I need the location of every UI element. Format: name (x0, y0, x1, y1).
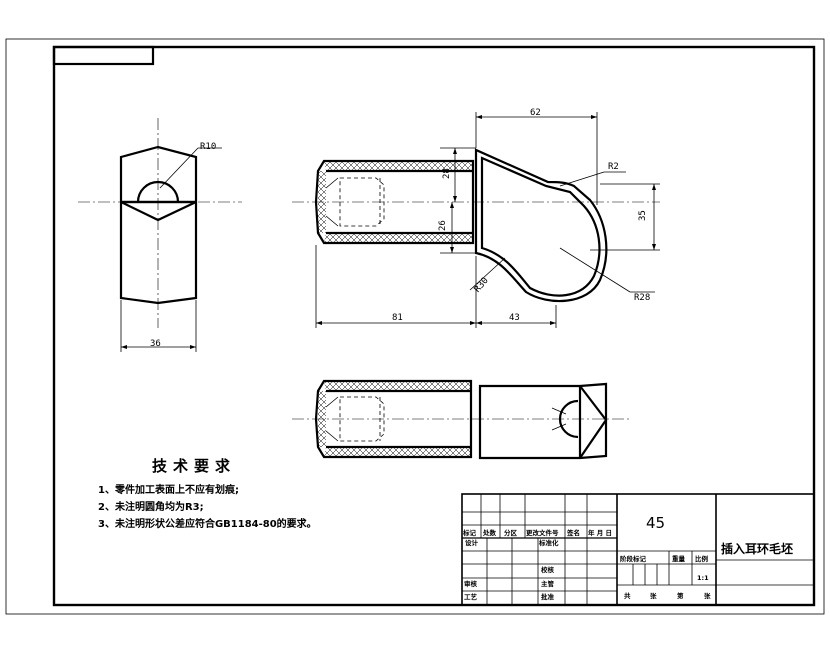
tb-approve: 批准 (541, 592, 555, 601)
dim-r2: R2 (608, 162, 619, 172)
tb-sheets-no: 第 (677, 591, 684, 600)
dim-r10: R10 (200, 142, 216, 152)
tb-check: 审核 (464, 579, 478, 588)
dim-r30: R30 (473, 276, 491, 295)
tb-sign: 签名 (566, 528, 580, 537)
tb-doc-no: 更改文件号 (526, 528, 559, 537)
dim-28: 28 (442, 168, 452, 179)
title-block: 45 插入耳环毛坯 设计 标准化 校核 审核 主管 工艺 批准 标记 处数 分区… (461, 493, 815, 606)
tb-design: 设计 (465, 538, 479, 547)
dim-26: 26 (438, 220, 448, 231)
inner-frame (52, 45, 816, 607)
corner-box (52, 45, 155, 66)
tb-scale: 1:1 (697, 574, 709, 582)
dim-62: 62 (530, 108, 541, 118)
tb-ratio: 比例 (695, 554, 709, 563)
tb-zone: 分区 (504, 528, 518, 537)
part-name: 插入耳环毛坯 (721, 541, 793, 556)
dim-81: 81 (392, 313, 403, 323)
tb-standardize: 标准化 (538, 538, 559, 547)
tb-weight: 重量 (672, 554, 686, 563)
tech-req-item-3: 3、未注明形状公差应符合GB1184-80的要求。 (98, 517, 317, 530)
technical-requirements: 技术要求 1、零件加工表面上不应有划痕; 2、未注明圆角均为R3; 3、未注明形… (98, 457, 317, 530)
tech-req-item-2: 2、未注明圆角均为R3; (98, 500, 204, 513)
tb-craft: 工艺 (464, 592, 478, 601)
front-view: 62 R2 35 28 26 R30 R28 81 43 (292, 108, 660, 328)
dim-width-36: 36 (150, 339, 161, 349)
tech-req-item-1: 1、零件加工表面上不应有划痕; (98, 483, 239, 496)
tb-stage-mark: 阶段标记 (620, 554, 647, 563)
tb-count: 处数 (482, 528, 497, 537)
material-value: 45 (646, 514, 665, 532)
tb-sheets-sheet: 张 (650, 591, 657, 600)
tb-sheets-total: 共 (624, 591, 631, 600)
dim-r28: R28 (634, 293, 650, 303)
dim-35: 35 (638, 210, 648, 221)
tb-sheets-sheet2: 张 (704, 591, 711, 600)
top-view (292, 379, 630, 460)
tech-req-title: 技术要求 (152, 457, 236, 475)
outer-frame (5, 38, 825, 615)
tb-chief: 主管 (541, 579, 555, 588)
dim-43: 43 (509, 313, 520, 323)
tb-proofread: 校核 (541, 565, 555, 574)
side-view: R10 36 (78, 118, 242, 352)
tb-date: 年 月 日 (588, 528, 612, 537)
tb-mark: 标记 (462, 528, 477, 537)
